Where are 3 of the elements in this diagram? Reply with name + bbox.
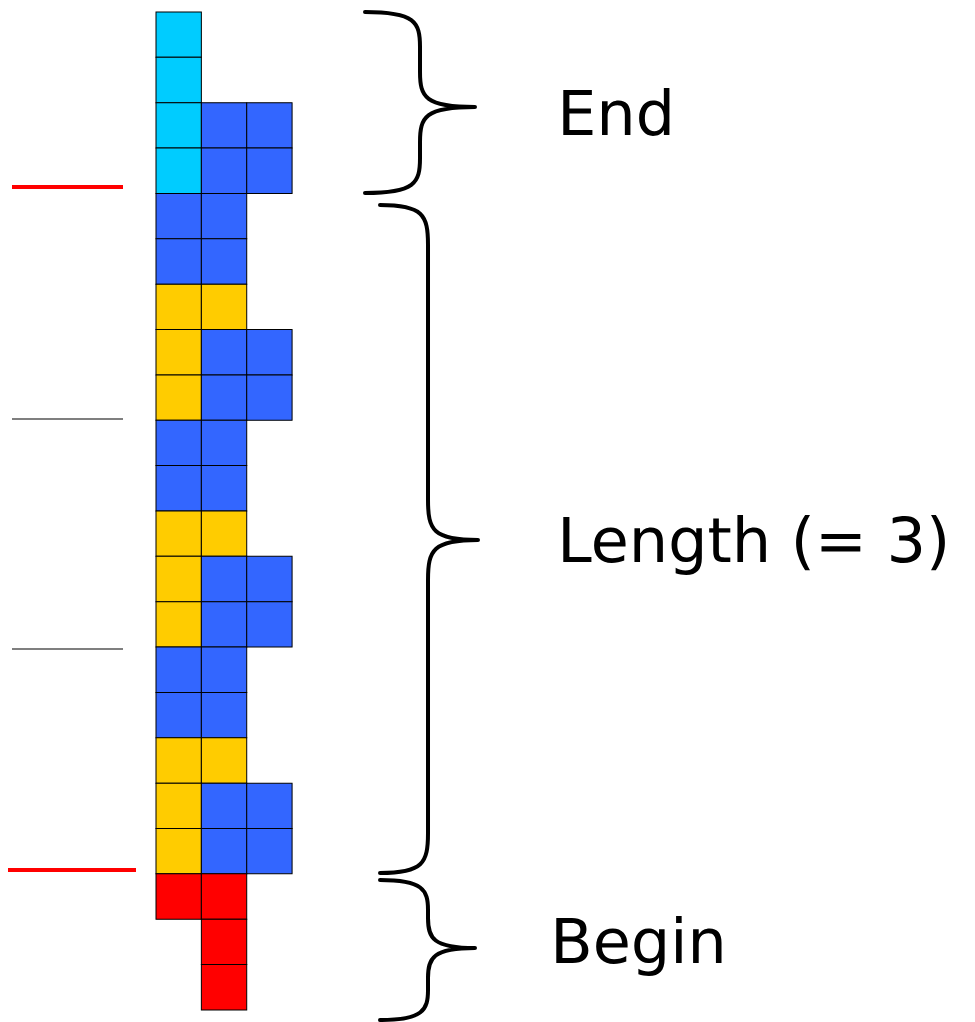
brace-label: Length (= 3): [563, 515, 945, 575]
brace-label: End: [563, 88, 670, 136]
brace-label: Begin: [556, 916, 722, 976]
